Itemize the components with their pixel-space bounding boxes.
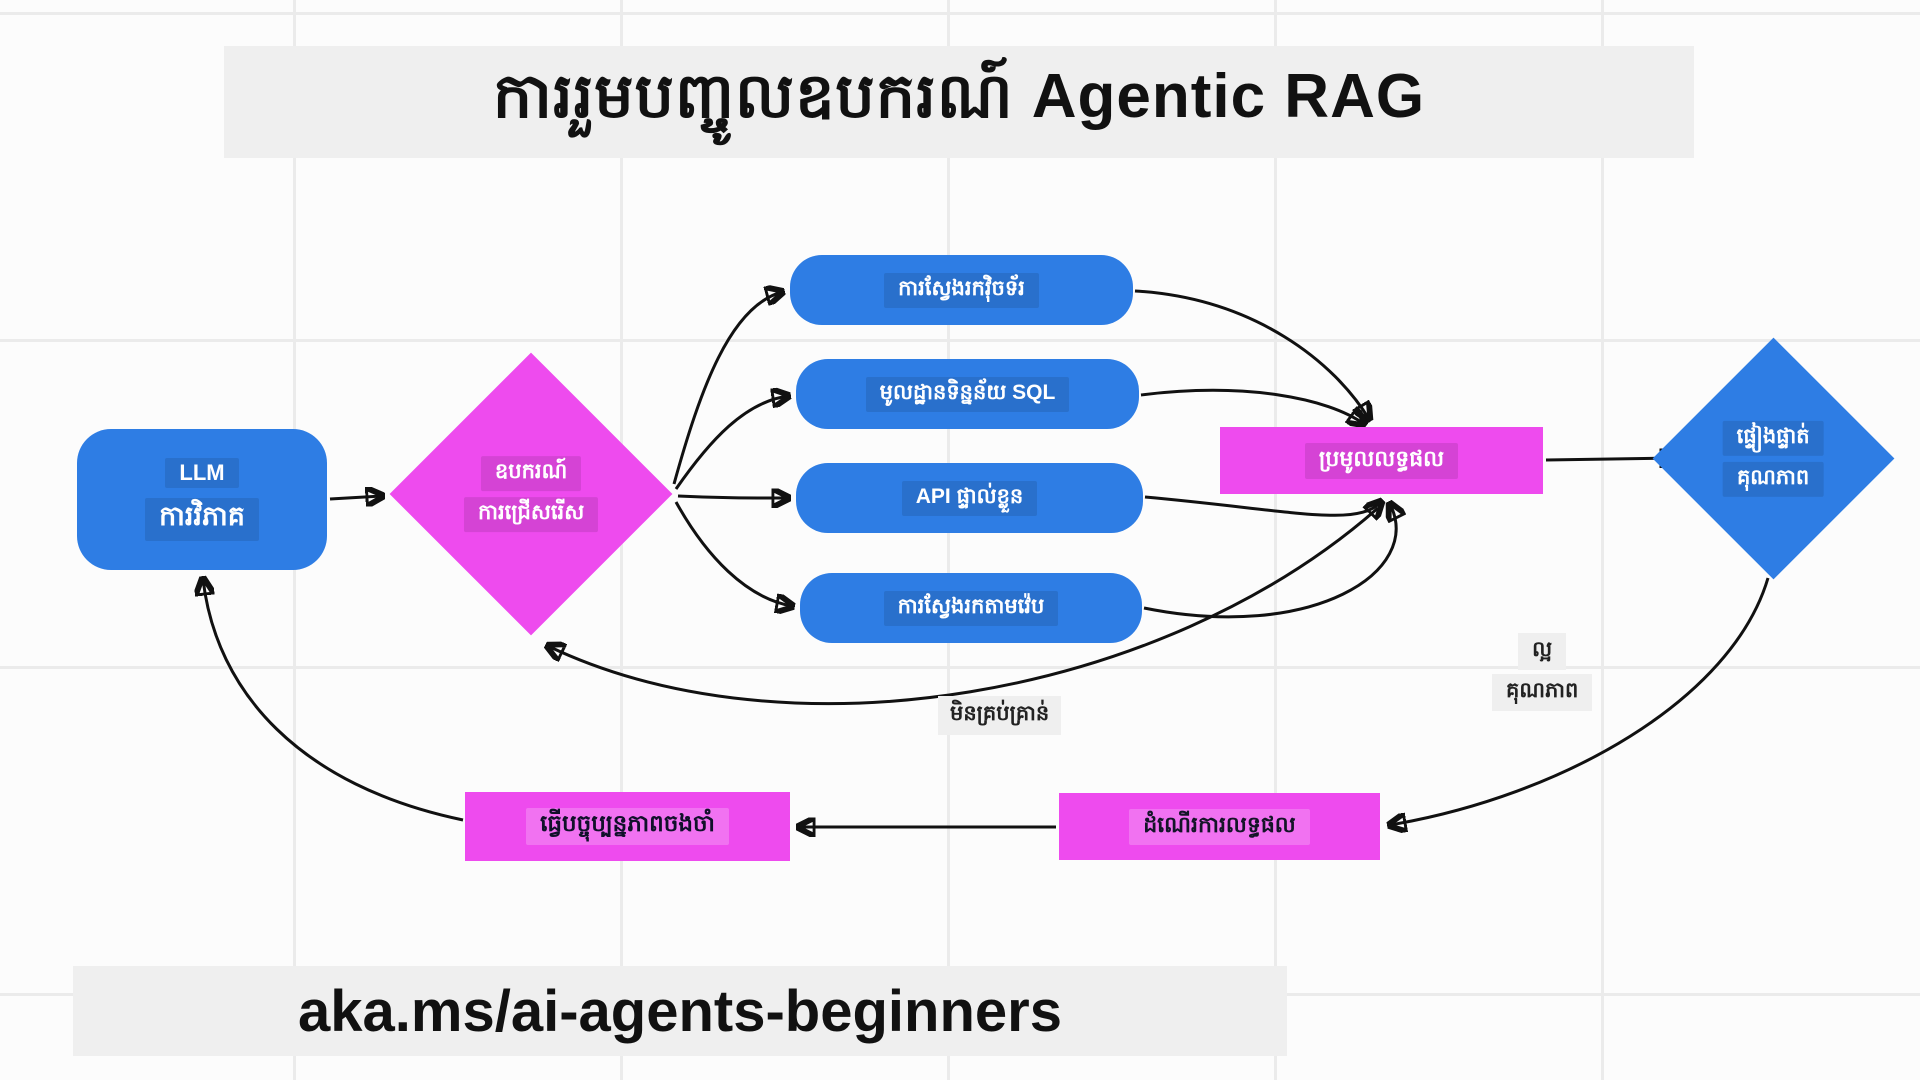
node-tool-vector-search-label: ការស្វែងរកវ៉ិចទ័រ <box>884 272 1039 308</box>
node-tool-vector-search: ការស្វែងរកវ៉ិចទ័រ <box>790 255 1133 325</box>
edge-label-good-quality: ល្អ គុណភាព <box>1492 633 1593 711</box>
edge-selection-to-custom-api <box>677 496 788 498</box>
node-tool-web-search: ការស្វែងរកតាមវ៉េប <box>800 573 1142 643</box>
node-process-results-label: ដំណើរការលទ្ធផល <box>1129 808 1310 845</box>
node-tool-custom-api-label: API ផ្ទាល់ខ្លួន <box>901 480 1038 516</box>
diagram-title: ការរួមបញ្ចូលឧបករណ៍ Agentic RAG <box>224 46 1694 158</box>
node-tool-selection-line2: ការជ្រើសរើស <box>463 496 599 532</box>
node-quality-check-text: ផ្ទៀងផ្ទាត់ គុណភាព <box>1723 418 1824 500</box>
node-quality-check-line2: គុណភាព <box>1723 461 1824 497</box>
node-update-memory-label: ធ្វើបច្ចុប្បន្នភាពចងចាំ <box>526 808 729 845</box>
node-tool-web-search-label: ការស្វែងរកតាមវ៉េប <box>883 590 1059 626</box>
node-collect-results-label: ប្រមូលលទ្ធផល <box>1304 442 1459 479</box>
footer-link: aka.ms/ai-agents-beginners <box>73 966 1287 1056</box>
node-llm: LLM ការវិភាគ <box>77 429 327 570</box>
node-collect-results: ប្រមូលលទ្ធផល <box>1220 427 1543 494</box>
node-llm-line1: LLM <box>165 458 239 488</box>
edge-custom-api-to-collect <box>1144 497 1381 515</box>
node-tool-custom-api: API ផ្ទាល់ខ្លួន <box>796 463 1143 533</box>
edge-selection-to-sql-db <box>674 396 788 490</box>
diagram-title-text: ការរួមបញ្ចូលឧបករណ៍ Agentic RAG <box>492 61 1426 131</box>
edge-selection-to-vector-search <box>672 292 782 485</box>
node-tool-selection-line1: ឧបករណ៍ <box>480 455 582 491</box>
edge-web-search-to-collect <box>1143 504 1396 619</box>
node-process-results: ដំណើរការលទ្ធផល <box>1059 793 1380 860</box>
edge-label-insufficient-text: មិនគ្រប់គ្រាន់ <box>950 702 1050 725</box>
node-tool-sql-database-label: មូលដ្ឋានទិន្នន័យ SQL <box>865 376 1070 412</box>
edge-vector-search-to-collect <box>1134 289 1369 419</box>
edge-label-good-quality-line2: គុណភាព <box>1492 674 1593 711</box>
node-quality-check: ផ្ទៀងផ្ទាត់ គុណភាព <box>1652 337 1895 580</box>
edge-llm-to-selection <box>329 496 382 499</box>
edge-update-to-llm <box>203 579 464 822</box>
node-tool-sql-database: មូលដ្ឋានទិន្នន័យ SQL <box>796 359 1139 429</box>
edge-sql-db-to-collect <box>1140 388 1364 424</box>
edge-label-insufficient: មិនគ្រប់គ្រាន់ <box>938 696 1062 735</box>
node-tool-selection: ឧបករណ៍ ការជ្រើសរើស <box>389 352 673 636</box>
node-llm-line2: ការវិភាគ <box>145 498 259 541</box>
footer-link-text: aka.ms/ai-agents-beginners <box>298 978 1062 1044</box>
node-tool-selection-text: ឧបករណ៍ ការជ្រើសរើស <box>463 453 599 535</box>
edge-label-good-quality-line1: ល្អ <box>1518 633 1567 670</box>
edge-selection-to-web-search <box>674 501 792 606</box>
node-quality-check-line1: ផ្ទៀងផ្ទាត់ <box>1723 420 1824 456</box>
node-update-memory: ធ្វើបច្ចុប្បន្នភាពចងចាំ <box>465 792 790 861</box>
